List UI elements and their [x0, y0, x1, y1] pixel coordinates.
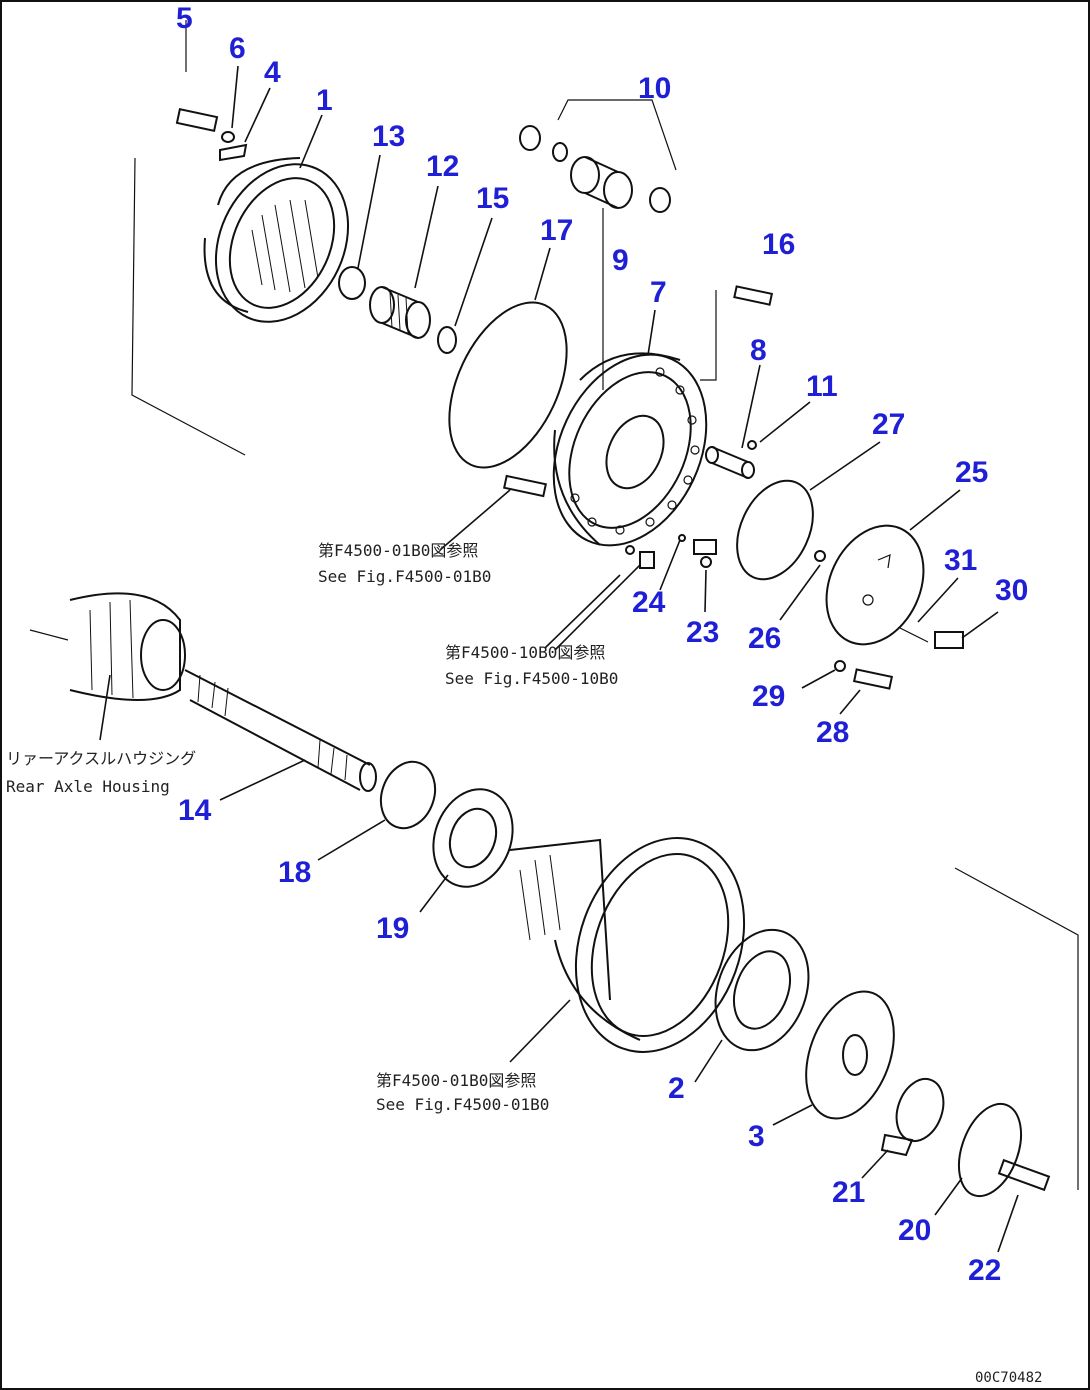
callout-17: 17: [540, 214, 573, 247]
callout-23: 23: [686, 616, 719, 649]
wheel-hub-housing: [509, 837, 746, 1053]
reference-notes: 第F4500-01B0図参照 See Fig.F4500-01B0 第F4500…: [6, 541, 618, 1114]
callout-2: 2: [668, 1072, 685, 1105]
callout-3: 3: [748, 1120, 765, 1153]
part-15-snap-ring: [437, 326, 457, 354]
part-26-washer: [814, 550, 826, 562]
part-29-washer: [834, 660, 846, 672]
note-ref-b-en: See Fig.F4500-10B0: [445, 669, 618, 688]
callout-27: 27: [872, 408, 905, 441]
part-25-cover: [825, 524, 925, 646]
leader-lines: [99, 65, 1019, 1253]
part-20-plate: [957, 1102, 1023, 1198]
part-28-bolt: [852, 668, 894, 690]
note-ref-c-en: See Fig.F4500-01B0: [376, 1095, 549, 1114]
part-13-bearing: [338, 266, 366, 300]
callout-15: 15: [476, 182, 509, 215]
part-18-seal: [379, 760, 437, 830]
part-1-ring-gear: [203, 157, 350, 323]
callout-26: 26: [748, 622, 781, 655]
part-5-bolt: [175, 20, 219, 132]
callout-6: 6: [229, 32, 246, 65]
note-ref-b-jp: 第F4500-10B0図参照: [445, 643, 605, 662]
callout-19: 19: [376, 912, 409, 945]
part-19-bearing: [432, 788, 514, 888]
part-14-axle-shaft: [184, 669, 377, 792]
callout-14: 14: [178, 794, 212, 827]
callout-21: 21: [832, 1176, 865, 1209]
part-21-lock: [880, 1078, 945, 1157]
part-7-carrier: [552, 208, 717, 547]
note-ref-c-jp: 第F4500-01B0図参照: [376, 1071, 536, 1090]
callout-13: 13: [372, 120, 405, 153]
callout-29: 29: [752, 680, 785, 713]
callout-10: 10: [638, 72, 671, 105]
callout-12: 12: [426, 150, 459, 183]
callout-5: 5: [176, 2, 193, 35]
callout-16: 16: [762, 228, 795, 261]
note-housing-en: Rear Axle Housing: [6, 777, 170, 796]
figure-code: 00C70482: [975, 1370, 1042, 1386]
part-11-ball: [747, 440, 757, 450]
callout-numbers: 5 6 4 1 13 12 15 17 10 9 7 16 8 11 27 25…: [176, 2, 1028, 1287]
callout-20: 20: [898, 1214, 931, 1247]
callout-22: 22: [968, 1254, 1001, 1287]
part-17-o-ring: [448, 301, 568, 469]
callout-30: 30: [995, 574, 1028, 607]
part-2-bearing: [714, 928, 810, 1052]
guide-line-right: [954, 867, 1079, 1190]
callout-24: 24: [632, 586, 666, 619]
callout-18: 18: [278, 856, 311, 889]
part-10-gear-assembly: [519, 99, 677, 213]
note-ref-a-en: See Fig.F4500-01B0: [318, 567, 491, 586]
rear-axle-housing-hub: [29, 592, 186, 701]
callout-9: 9: [612, 244, 629, 277]
callout-31: 31: [944, 544, 977, 577]
note-ref-a-jp: 第F4500-01B0図参照: [318, 541, 478, 560]
part-16-bolt: [733, 285, 774, 306]
callout-4: 4: [264, 56, 281, 89]
part-8-shaft-pin: [705, 446, 755, 479]
part-22-bolt: [997, 1158, 1051, 1192]
callout-7: 7: [650, 276, 667, 309]
part-3-retainer: [805, 990, 895, 1120]
note-housing-jp: リァーアクスルハウジング: [6, 749, 196, 768]
see-fig-bolt: [503, 474, 547, 498]
part-4-lock-plate: [219, 143, 248, 162]
callout-25: 25: [955, 456, 988, 489]
part-27-o-ring: [736, 479, 814, 581]
part-6-washer: [221, 131, 235, 143]
part-12-planet-gear: [369, 286, 431, 339]
callout-1: 1: [316, 84, 333, 117]
part-31-line: [899, 627, 929, 643]
part-24-plug: [625, 534, 686, 569]
callout-11: 11: [806, 370, 838, 403]
part-30-plug: [934, 631, 964, 649]
guide-line-left: [131, 157, 246, 456]
callout-28: 28: [816, 716, 849, 749]
part-23-fitting: [693, 539, 717, 568]
callout-8: 8: [750, 334, 767, 367]
